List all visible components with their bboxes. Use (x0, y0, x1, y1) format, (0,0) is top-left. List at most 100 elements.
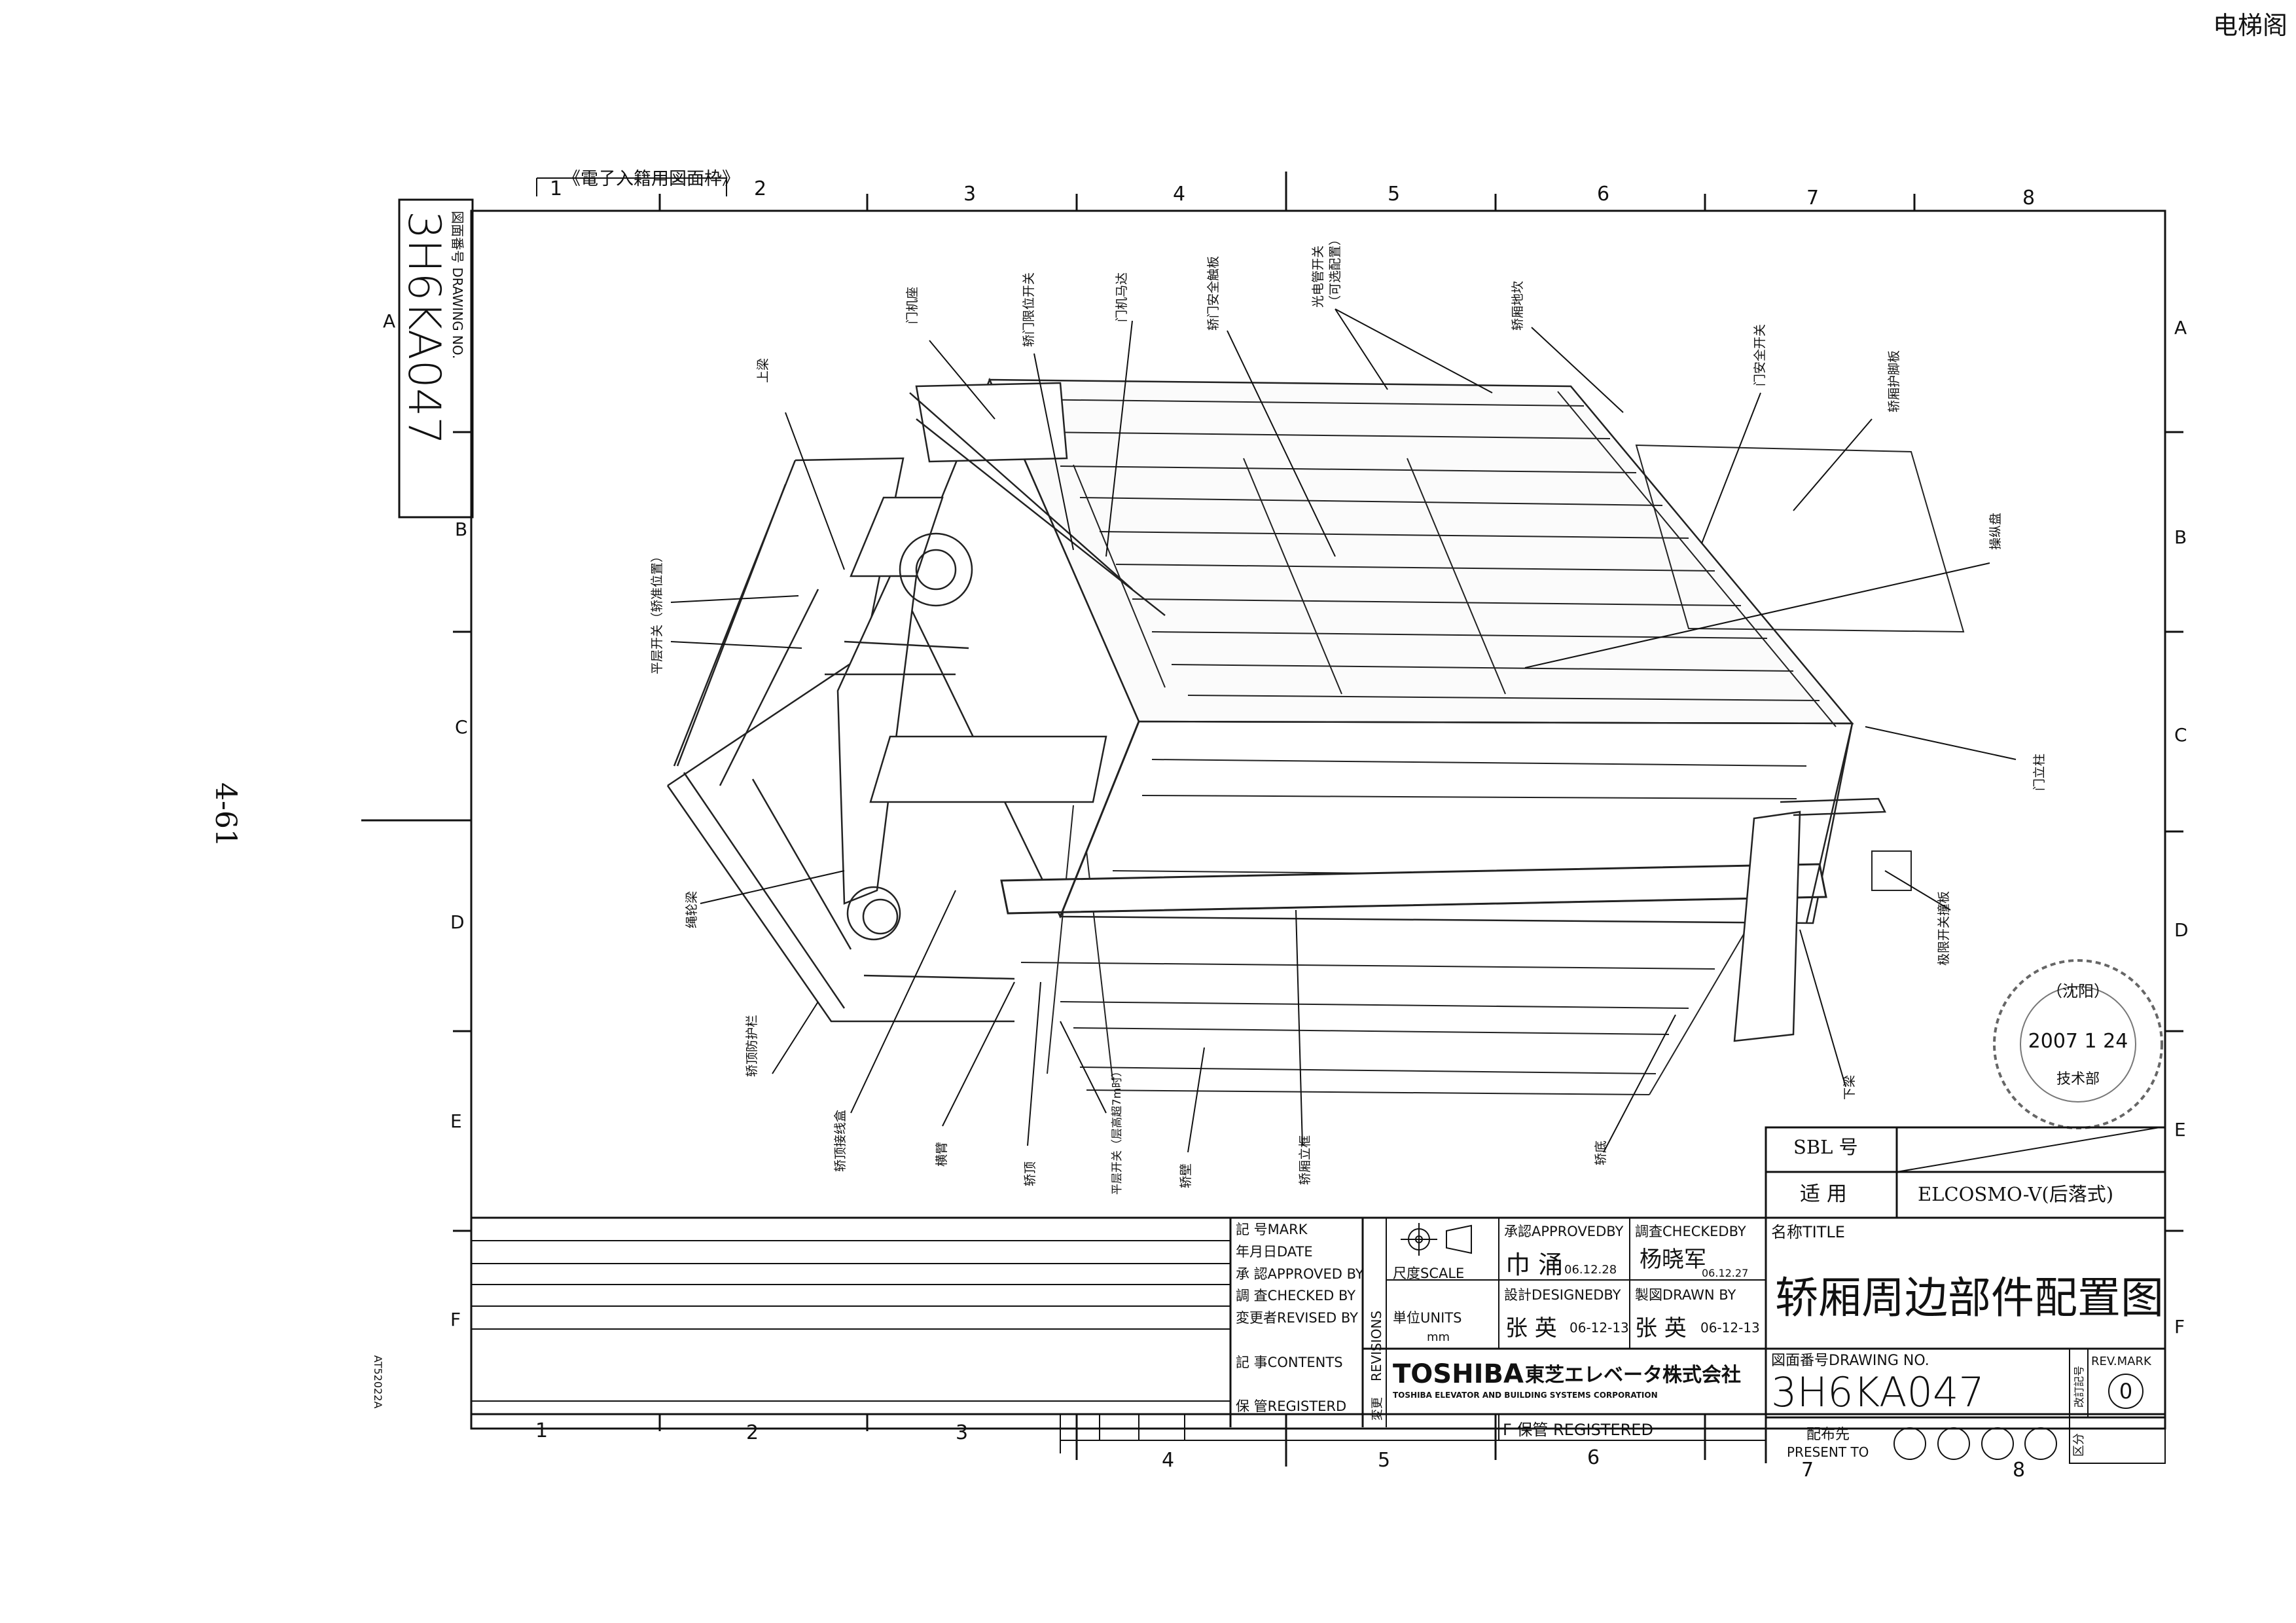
rev-revised-label: 変更者REVISED BY (1236, 1310, 1358, 1326)
label-jiao-men-an-quan: 轿门安全触板 (1206, 256, 1221, 331)
page-number: 4-61 (209, 782, 242, 847)
units-value: mm (1427, 1330, 1450, 1344)
top-note: 《電子入籍用図面枠》 (563, 169, 740, 189)
designed-date: 06-12-13 (1570, 1320, 1629, 1336)
drawn-date: 06-12-13 (1700, 1320, 1760, 1336)
rev-contents-label: 記 事CONTENTS (1236, 1355, 1343, 1370)
label-xia-liang: 下梁 (1842, 1075, 1857, 1100)
label-jiao-ding-jie-xian-he: 轿顶接线盒 (833, 1110, 848, 1172)
col-label: 7 (1801, 1459, 1814, 1482)
drawing-title: 轿厢周边部件配置图 (1775, 1273, 2164, 1323)
col-label: 1 (550, 177, 562, 200)
column-labels-top: 1 2 3 4 5 6 7 8 (550, 177, 2035, 210)
col-label: 6 (1597, 183, 1609, 206)
company-name-en: TOSHIBA ELEVATOR AND BUILDING SYSTEMS CO… (1393, 1391, 1658, 1400)
label-guang-dian-guan-note: （可选配置） (1328, 233, 1342, 308)
drawn-label: 製図DRAWN BY (1635, 1287, 1736, 1303)
checked-label: 調査CHECKEDBY (1635, 1224, 1746, 1239)
col-label: 1 (535, 1419, 548, 1442)
label-men-li-zhu: 门立柱 (2032, 754, 2047, 791)
col-label: 6 (1587, 1446, 1600, 1469)
rev-registered-label: 保 管REGISTERD (1236, 1398, 1346, 1414)
stamp-bottom: 技术部 (2056, 1071, 2100, 1087)
label-jiao-xiang-hu-jiao-ban: 轿厢护脚板 (1887, 350, 1901, 412)
watermark: 电梯阁 (2213, 11, 2287, 40)
column-labels-bottom: 1 2 3 4 5 6 7 8 (535, 1419, 2025, 1482)
label-shang-liang: 上梁 (756, 358, 770, 383)
side-drawing-no: 3H6KA047 (398, 211, 450, 445)
label-men-ji-ma-da: 门机马达 (1115, 272, 1129, 322)
label-ping-ceng-kai-guan-2: 平层开关（层高超7m时） (1111, 1066, 1124, 1195)
col-label: 3 (956, 1421, 968, 1444)
rev-side-label: 改訂記号 (2073, 1366, 2085, 1408)
revisions-labels: 記 号MARK 年月日DATE 承 認APPROVED BY 調 査CHECKE… (1236, 1222, 1384, 1421)
label-guang-dian-guan: 光电管开关 (1311, 246, 1325, 308)
label-cao-zong-pan: 操纵盘 (1988, 513, 2003, 550)
drawn-signature: 张 英 (1635, 1315, 1687, 1341)
rev-date-label: 年月日DATE (1236, 1244, 1313, 1260)
designed-label: 設計DESIGNEDBY (1504, 1287, 1621, 1303)
label-ji-xian-kai-guan: 极限开关撞板 (1937, 891, 1951, 966)
side-drawing-no-label: 図面番号 DRAWING NO. (450, 211, 465, 359)
row-label: A (2174, 317, 2187, 338)
col-label: 4 (1173, 183, 1185, 206)
stamp-date: 2007 1 24 (2028, 1030, 2128, 1053)
label-men-ji-zuo: 门机座 (905, 287, 920, 324)
label-jiao-di: 轿底 (1594, 1140, 1608, 1165)
col-label: 8 (2022, 187, 2035, 210)
drawing-number-side-box: 図面番号 DRAWING NO. 3H6KA047 (398, 198, 474, 519)
rev-vertical-2: 変更 (1371, 1397, 1384, 1421)
col-label: 7 (1806, 187, 1819, 210)
label-jiao-bi: 轿壁 (1179, 1163, 1193, 1188)
approval-stamp: （沈阳） 2007 1 24 技术部 (1993, 959, 2163, 1129)
leader-lines (670, 308, 2017, 1153)
row-label: E (2174, 1119, 2186, 1140)
apply-label: 适 用 (1800, 1182, 1847, 1206)
row-label: F (450, 1309, 461, 1330)
rev-mark-value: 0 (2119, 1379, 2132, 1404)
present-to: PRESENT TO (1787, 1444, 1869, 1460)
approved-label: 承認APPROVEDBY (1504, 1224, 1624, 1239)
label-men-an-quan-kai-guan: 门安全开关 (1753, 324, 1767, 386)
drawing-no: 3H6KA047 (1771, 1368, 1984, 1416)
row-labels-right: A B C D E F (2174, 317, 2189, 1338)
label-ping-ceng-kai-guan: 平层开关（轿准位置） (650, 550, 664, 674)
label-jiao-men-xian-wei: 轿门限位开关 (1022, 272, 1036, 347)
rev-checked-label: 調 査CHECKED BY (1236, 1288, 1355, 1304)
units-label: 単位UNITS (1393, 1310, 1462, 1326)
row-label: E (450, 1110, 462, 1132)
component-labels: 上梁 门机座 轿门限位开关 门机马达 轿门安全触板 光电管开关 （可选配置） 轿… (650, 233, 2047, 1195)
drawing-frame (361, 172, 2183, 1467)
rev-vertical: REVISIONS (1369, 1311, 1384, 1381)
row-label: C (455, 716, 468, 738)
revisions-table (471, 1216, 2166, 1464)
stamp-text: （沈阳） (2047, 982, 2109, 1000)
rev-mark-label: 記 号MARK (1236, 1222, 1308, 1237)
present-label: 配布先 (1806, 1427, 1850, 1443)
col-label: 3 (963, 183, 976, 206)
label-sheng-lun-liang: 绳轮梁 (685, 891, 699, 928)
drawing-no-label: 図面番号DRAWING NO. (1771, 1353, 1929, 1369)
row-labels-left: A B C D E F (383, 310, 468, 1330)
row-label: C (2174, 724, 2187, 746)
rev-approved-label: 承 認APPROVED BY (1236, 1266, 1364, 1282)
checked-date: 06.12.27 (1702, 1267, 1748, 1279)
row-label: F (2174, 1316, 2185, 1338)
label-jiao-ding: 轿顶 (1023, 1161, 1037, 1186)
sbl-label: SBL 号 (1793, 1136, 1858, 1158)
col-label: 5 (1378, 1449, 1390, 1472)
label-jiao-xiang-di-tan: 轿厢地坎 (1511, 281, 1525, 331)
side-code: AT52022A (372, 1355, 384, 1408)
approved-date: 06.12.28 (1564, 1263, 1617, 1277)
row-label: B (2174, 526, 2187, 548)
projection-symbol (1401, 1223, 1472, 1256)
division-label: 区分 (2072, 1433, 2086, 1457)
col-label: 5 (1388, 183, 1400, 206)
title-label: 名称TITLE (1771, 1223, 1845, 1241)
row-label: D (450, 911, 465, 933)
apply-value: ELCOSMO-V(后落式) (1918, 1183, 2113, 1205)
approval-block: 承認APPROVEDBY 調査CHECKEDBY 巾 涌 06.12.28 杨晓… (1504, 1224, 1760, 1341)
col-label: 8 (2013, 1459, 2025, 1482)
rev-mark-circle (2108, 1374, 2144, 1409)
